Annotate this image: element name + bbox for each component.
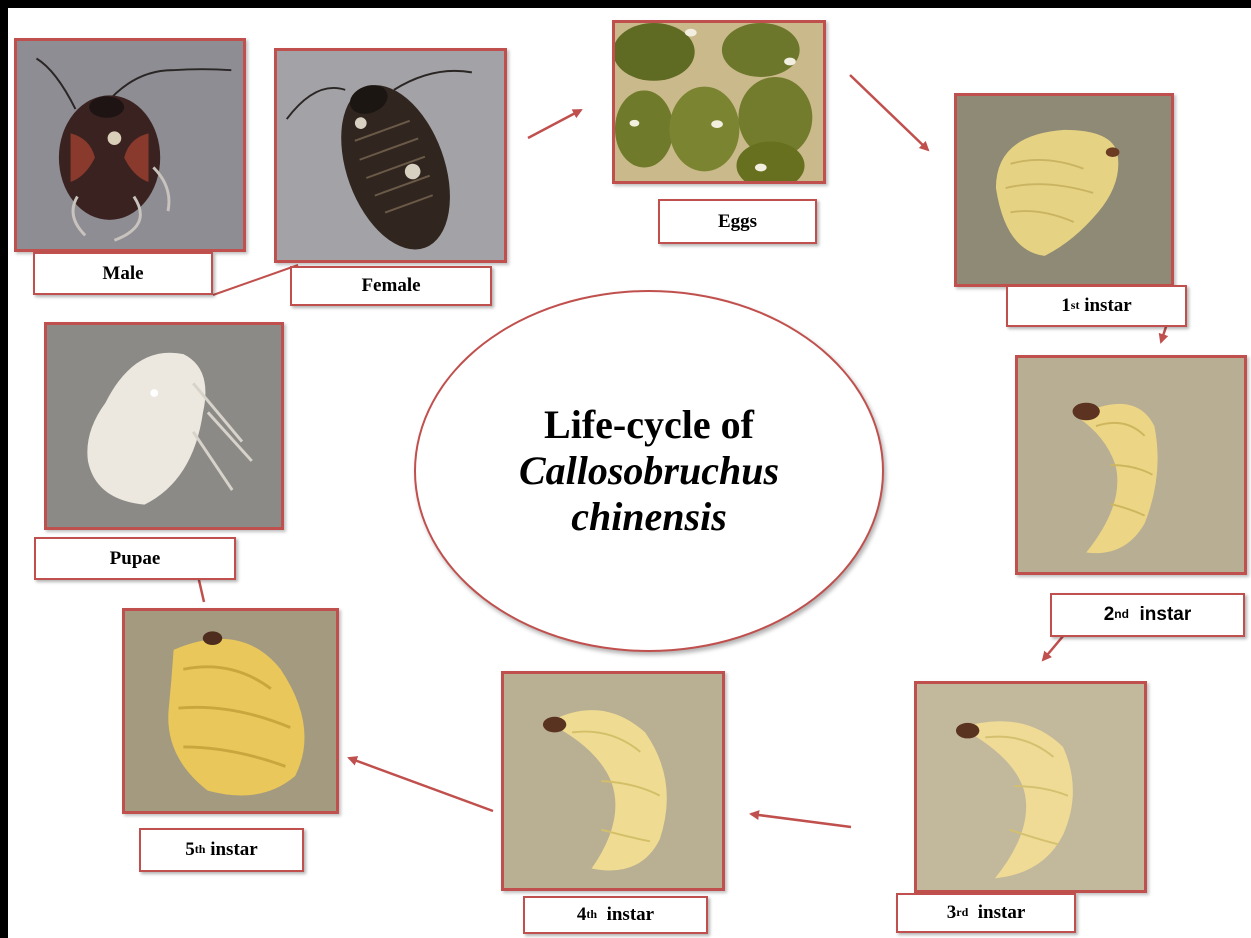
male-label: Male (33, 252, 213, 295)
fourth-instar-label: 4th instar (523, 896, 708, 934)
first-instar-larva-photo (954, 93, 1174, 287)
fifth-instar-larva-photo (122, 608, 339, 814)
third-instar-label: 3rd instar (896, 893, 1076, 933)
female-beetle-photo (274, 48, 507, 263)
arrow-eggs-to-1st-instar (850, 75, 928, 150)
second-instar-label: 2nd instar (1050, 593, 1245, 637)
title-line-1: Life-cycle of (544, 402, 754, 448)
arrow-4th-to-5th-instar (349, 758, 493, 811)
eggs-label: Eggs (658, 199, 817, 244)
female-label: Female (290, 266, 492, 306)
title-line-3: chinensis (571, 494, 727, 540)
fifth-instar-label: 5th instar (139, 828, 304, 872)
pupae-label: Pupae (34, 537, 236, 580)
fourth-instar-larva-photo (501, 671, 725, 891)
pupa-photo (44, 322, 284, 530)
title-line-2: Callosobruchus (519, 448, 779, 494)
arrow-female-to-eggs (528, 110, 581, 138)
connector-male-female (213, 265, 298, 295)
eggs-on-seeds-photo (612, 20, 826, 184)
second-instar-larva-photo (1015, 355, 1247, 575)
diagram-canvas: Male Female Eggs 1st instar 2nd instar 3… (8, 8, 1251, 938)
male-beetle-photo (14, 38, 246, 252)
title-ellipse: Life-cycle of Callosobruchus chinensis (414, 290, 884, 652)
first-instar-label: 1st instar (1006, 285, 1187, 327)
third-instar-larva-photo (914, 681, 1147, 893)
arrow-3rd-to-4th-instar (751, 814, 851, 827)
